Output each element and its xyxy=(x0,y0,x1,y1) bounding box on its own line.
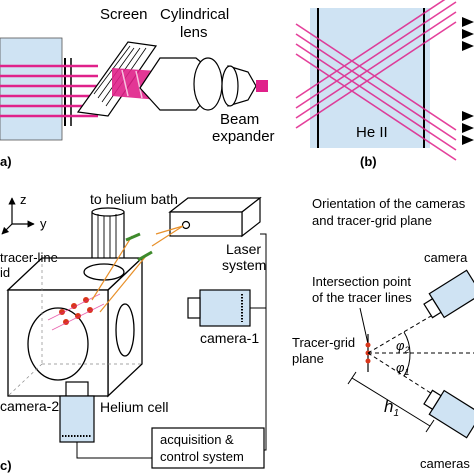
expander-label-2: expander xyxy=(212,128,275,145)
wiring xyxy=(76,233,267,459)
acquisition-box xyxy=(151,427,265,469)
axis-y-label: y xyxy=(40,216,47,231)
crossing-beams xyxy=(295,0,457,161)
phi2-label: φ2 xyxy=(396,338,410,355)
camera-top-label: camera xyxy=(424,250,468,265)
mirrors xyxy=(125,232,153,262)
beam-expander xyxy=(221,65,268,107)
camera-top-icon xyxy=(423,269,474,319)
panel-d: Orientation of the cameras and tracer-gr… xyxy=(292,196,474,471)
laser-label-1: Laser xyxy=(226,241,261,257)
bath-label: to helium bath xyxy=(90,191,178,207)
helium-cell-label: Helium cell xyxy=(100,399,168,415)
he-ii-label: He II xyxy=(356,124,388,141)
laser-path xyxy=(91,225,184,313)
camera-1-label: camera-1 xyxy=(200,330,259,346)
tracer-plane-label-1: Tracer-grid xyxy=(292,335,355,350)
screen-label: Screen xyxy=(100,6,148,23)
camera-bottom-icon xyxy=(423,389,474,439)
tracer-line-label-2: id xyxy=(0,265,10,280)
helium-cell xyxy=(6,256,144,398)
axes-icon xyxy=(1,197,35,235)
panel-b-tag: (b) xyxy=(360,154,377,169)
cylindrical-lens xyxy=(139,57,223,111)
orientation-title-2: and tracer-grid plane xyxy=(312,213,432,228)
helium-region-a xyxy=(0,37,63,141)
panel-a: Screen Cylindrical lens Beam expander a) xyxy=(0,6,275,169)
beam-lines-a xyxy=(0,64,98,118)
orientation-title-1: Orientation of the cameras xyxy=(312,196,466,211)
lens-label-2: lens xyxy=(180,24,208,41)
panel-a-tag: a) xyxy=(0,154,12,169)
panel-c: z y to helium bath xyxy=(0,191,267,473)
panel-c-tag: c) xyxy=(0,458,12,473)
view-lines xyxy=(367,305,474,405)
tracer-line-label-1: tracer-line xyxy=(0,250,58,265)
laser-label-2: system xyxy=(222,257,266,273)
panel-b: He II (b) xyxy=(295,0,474,169)
tracer-plane-label-2: plane xyxy=(292,351,324,366)
phi1-label: φ1 xyxy=(396,360,410,377)
laser-system xyxy=(168,196,262,238)
lens-label-1: Cylindrical xyxy=(160,6,229,23)
camera-1-icon xyxy=(187,289,251,327)
acquisition-label-2: control system xyxy=(160,449,244,464)
helium-region-b xyxy=(310,8,430,148)
intersection-label-2: of the tracer lines xyxy=(312,290,412,305)
acquisition-label-1: acquisition & xyxy=(160,432,234,447)
h1-label: h1 xyxy=(384,397,399,419)
camera-bottom-label: cameras xyxy=(420,456,470,471)
camera-2-icon xyxy=(59,381,95,443)
h1-dimension xyxy=(347,371,435,433)
camera-2-label: camera-2 xyxy=(0,398,59,414)
intersection-label-1: Intersection point xyxy=(312,274,411,289)
axis-z-label: z xyxy=(20,192,27,207)
expander-label-1: Beam xyxy=(220,111,259,128)
